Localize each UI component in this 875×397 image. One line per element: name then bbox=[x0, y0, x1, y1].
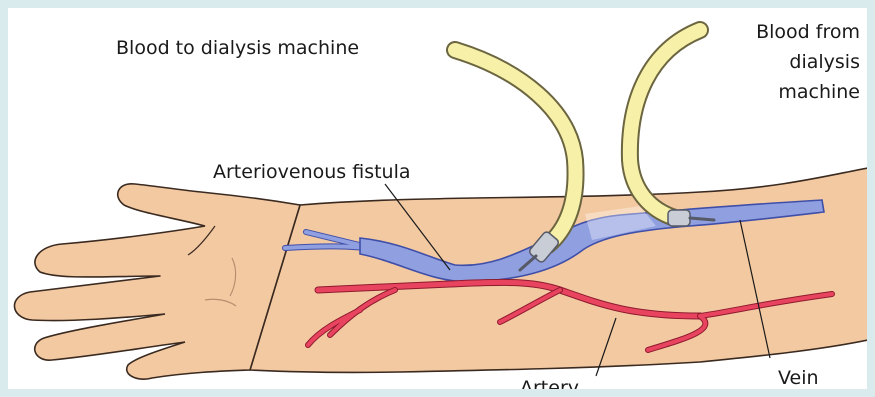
label-artery: Artery bbox=[520, 376, 579, 397]
label-vein: Vein bbox=[778, 366, 819, 390]
label-arteriovenous-fistula: Arteriovenous fistula bbox=[213, 160, 411, 184]
label-blood-from-line2: dialysis bbox=[720, 50, 860, 74]
forearm bbox=[250, 168, 867, 372]
label-blood-from-line3: machine bbox=[720, 80, 860, 104]
label-blood-to-machine: Blood to dialysis machine bbox=[116, 36, 359, 60]
label-blood-from-line1: Blood from bbox=[720, 20, 860, 44]
dialysis-needle-icon bbox=[668, 210, 690, 226]
